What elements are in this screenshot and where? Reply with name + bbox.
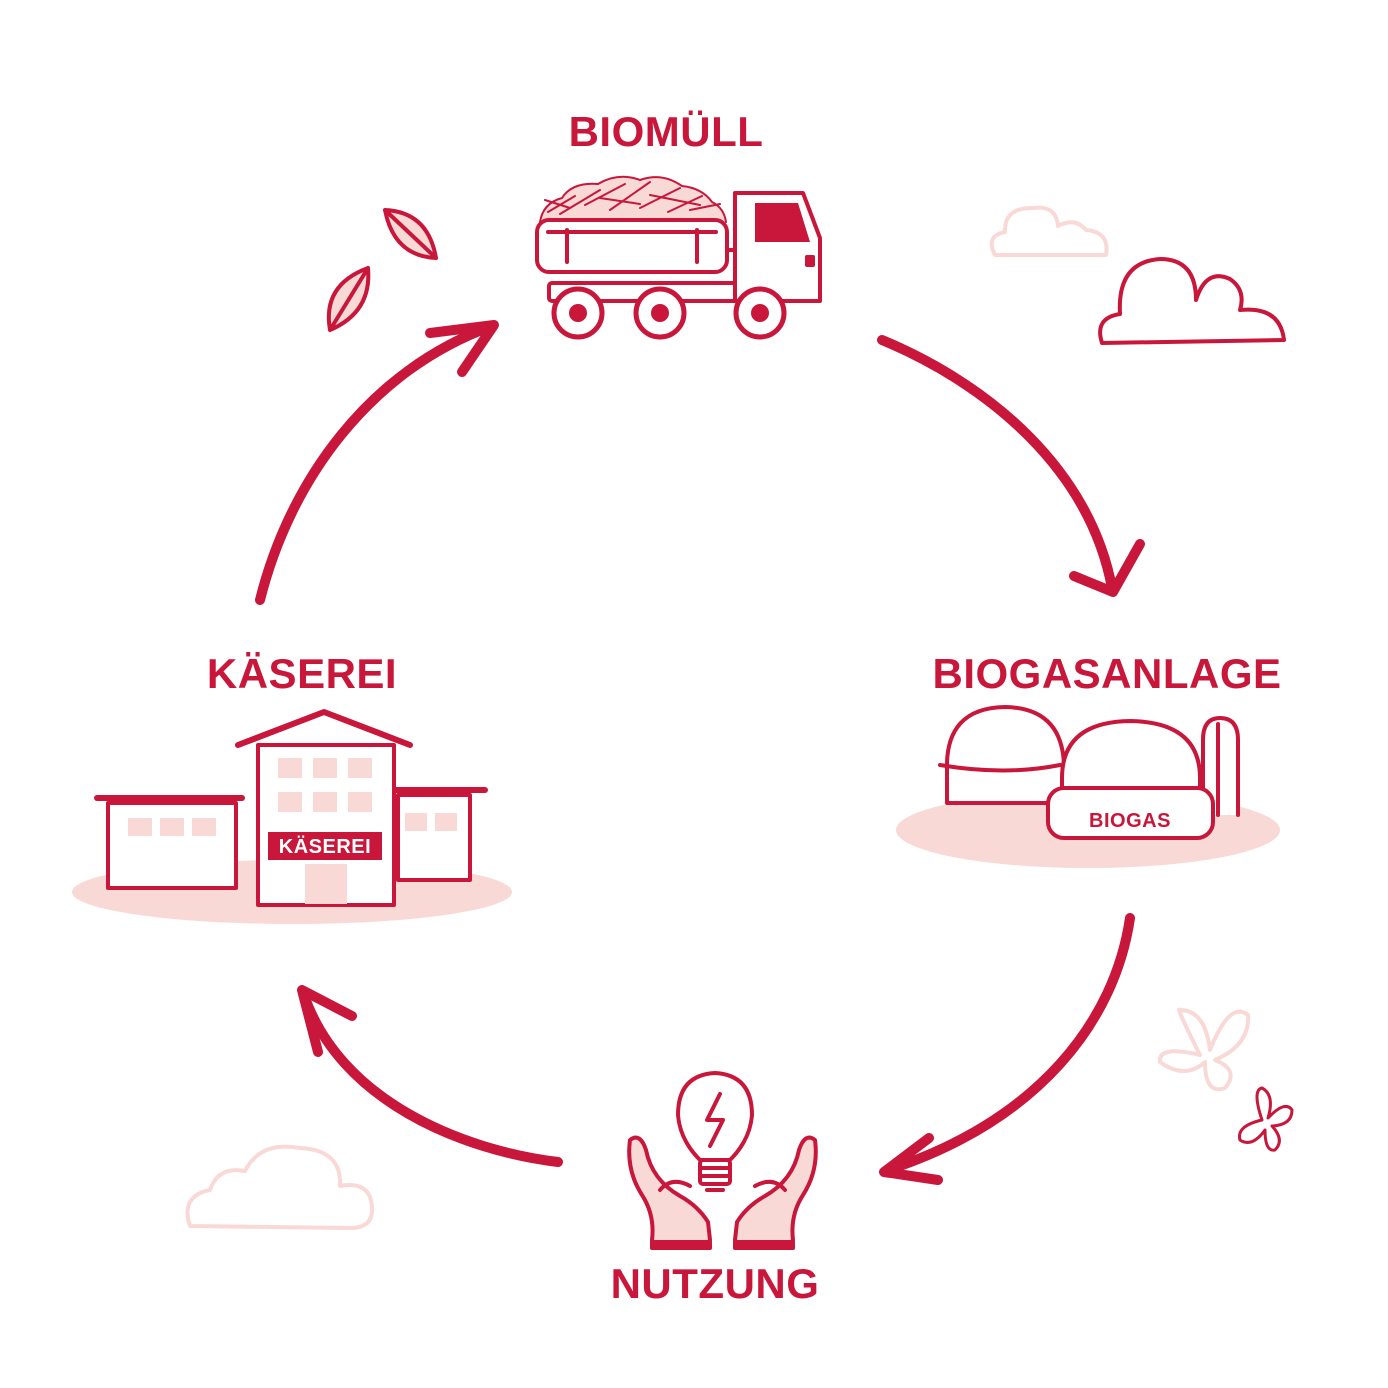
window [435,813,457,831]
leaf-icon [383,208,438,260]
butterfly-wings [1157,1007,1251,1092]
arrow-shaft [255,321,497,605]
cheese-factory-icon: KÄSEREI [72,709,512,924]
butterfly-icon [1157,1007,1251,1092]
stage-label-biogasanlage: BIOGASANLAGE [932,650,1281,697]
truck-cargo-detail [546,228,718,264]
factory-right-building [392,787,488,882]
cloud-icon [185,1144,374,1230]
truck-light [805,255,815,267]
truck-wheel [733,286,787,340]
door [305,864,347,904]
arrow-head [297,985,357,1057]
lightbulb-icon [676,1071,754,1192]
arrow-shaft [883,913,1135,1175]
arrow-shaft [877,335,1117,593]
garbage-truck-icon [535,175,822,340]
window [278,792,302,812]
arrow-biogasanlage-to-nutzung [879,913,1135,1185]
butterfly-wings [1237,1086,1294,1152]
window [278,758,302,778]
arrow-head [425,320,499,377]
window [128,818,152,836]
building-wall [396,793,472,882]
leaf-icon [326,266,371,332]
window [313,792,337,812]
arrow-head [1069,539,1145,597]
window [192,818,216,836]
hand-outline [627,1135,712,1242]
biogas-silo [1201,716,1240,817]
truck-window [755,203,810,242]
leaf-outline [383,208,438,260]
hands-lightbulb-icon [627,1071,818,1250]
biowaste-scribble [544,181,721,215]
wheel-hub [751,304,769,322]
arrow-kaeserei-to-biomuell [255,320,499,605]
hand-cuff [650,1240,712,1250]
biogas-dome-left [944,705,1066,805]
biogas-dome-right [1060,719,1202,794]
hand-outline [733,1135,818,1242]
wheel-hub [569,304,587,322]
lightbulb-glass [676,1071,754,1162]
cloud-icon [989,205,1109,257]
factory-left-building [94,795,245,890]
window [160,818,184,836]
truck-wheel [551,286,605,340]
truck-wheel [633,286,687,340]
left-hand-icon [627,1135,712,1250]
factory-main-building: KÄSEREI [235,709,413,907]
arrow-shaft [299,990,563,1167]
biowaste-pile-outline [539,175,727,223]
stage-label-kaeserei: KÄSEREI [207,650,397,697]
stage-label-nutzung: NUTZUNG [611,1260,820,1307]
arrow-head [879,1133,943,1185]
lightbulb-base [698,1158,732,1186]
lightning-icon [705,1092,725,1148]
arrow-biomuell-to-biogasanlage [877,335,1145,597]
biogas-plant-icon: BIOGAS [896,705,1280,868]
factory-sign [268,832,382,860]
building-wall [106,801,238,890]
biogas-tank-label: BIOGAS [1089,810,1171,832]
window [313,758,337,778]
factory-sign-label: KÄSEREI [279,835,371,858]
leaf-outline [326,266,371,332]
lightbulb-thread [700,1166,730,1178]
right-hand-icon [733,1135,818,1250]
window [405,813,427,831]
biogas-tank-label-band [1046,786,1215,840]
biogas-dome-band [938,763,1062,773]
arrow-nutzung-to-kaeserei [297,985,563,1167]
building-roof [235,709,413,748]
cloud-icon [1098,257,1286,345]
stage-label-biomuell: BIOMÜLL [569,108,764,155]
window [348,792,372,812]
wheel-hub [651,304,669,322]
butterfly-icon [1237,1086,1294,1152]
hand-cuff [733,1240,795,1250]
cycle-arrows [255,320,1145,1185]
window [348,758,372,778]
